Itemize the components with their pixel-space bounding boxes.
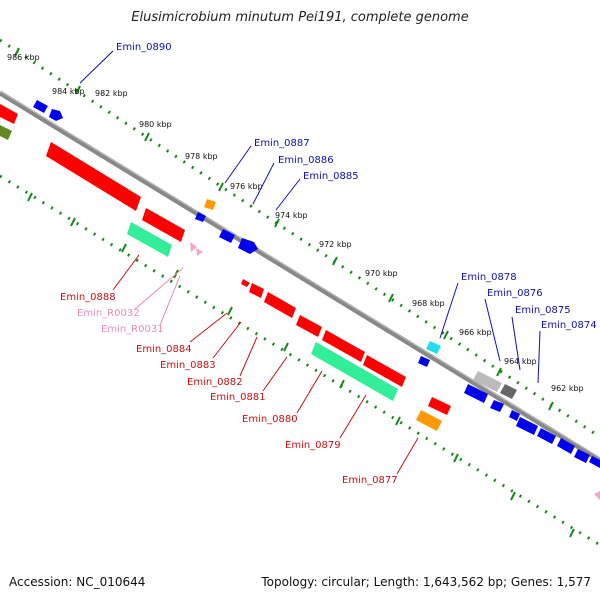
scale-label: 982 kbp (95, 89, 128, 98)
label-emin-0886[interactable]: Emin_0886 (278, 155, 334, 166)
label-emin-0882[interactable]: Emin_0882 (187, 377, 243, 388)
gene-emin-0886[interactable] (195, 212, 206, 222)
label-emin-0885[interactable]: Emin_0885 (303, 171, 359, 182)
scale-labels: 986 kbp 984 kbp 982 kbp 980 kbp 978 kbp … (7, 53, 584, 393)
gene-emin-0870[interactable] (574, 449, 590, 463)
label-emin-0887[interactable]: Emin_0887 (254, 138, 310, 149)
gene-emin-0876[interactable] (473, 371, 502, 392)
gene-emin-0881[interactable] (296, 315, 322, 337)
label-emin-0879[interactable]: Emin_0879 (285, 440, 341, 451)
forward-genes (33, 100, 600, 468)
label-emin-0875[interactable]: Emin_0875 (515, 305, 571, 316)
gene-emin-0880b[interactable] (363, 355, 406, 387)
gene-emin-0878[interactable] (426, 341, 441, 354)
gene-left-red[interactable] (0, 104, 18, 124)
lower-labels: Emin_0888 Emin_R0032 Emin_R0031 Emin_088… (60, 292, 398, 486)
gene-emin-0874a[interactable] (464, 384, 488, 403)
map-title: Elusimicrobium minutum Pei191, complete … (131, 10, 469, 25)
label-emin-r0031[interactable]: Emin_R0031 (101, 324, 164, 335)
gene-emin-r0031a[interactable] (190, 242, 197, 252)
gene-emin-0885b[interactable] (238, 238, 258, 254)
gene-emin-0880[interactable] (322, 330, 365, 362)
gene-emin-0877b[interactable] (416, 410, 442, 431)
label-emin-0890[interactable]: Emin_0890 (116, 42, 172, 53)
outer-ticks (14, 47, 554, 411)
gene-emin-0888[interactable] (46, 142, 141, 211)
label-emin-0884[interactable]: Emin_0884 (136, 344, 192, 355)
gene-left-olive[interactable] (0, 125, 12, 140)
label-emin-0880[interactable]: Emin_0880 (242, 414, 298, 425)
gene-emin-0879[interactable] (311, 342, 398, 401)
scale-label: 984 kbp (52, 87, 85, 96)
gene-emin-0874c[interactable] (509, 410, 520, 421)
label-emin-0883[interactable]: Emin_0883 (160, 360, 216, 371)
accession-label: Accession: NC_010644 (9, 575, 146, 589)
label-emin-0881[interactable]: Emin_0881 (210, 392, 266, 403)
label-emin-0876[interactable]: Emin_0876 (487, 288, 543, 299)
upper-leaders (79, 50, 541, 384)
gene-emin-0889[interactable] (49, 109, 63, 121)
inner-ticks (27, 192, 575, 538)
scale-label: 964 kbp (504, 357, 537, 366)
label-emin-0888[interactable]: Emin_0888 (60, 292, 116, 303)
gene-emin-0873[interactable] (516, 417, 538, 435)
scale-label: 970 kbp (365, 269, 398, 278)
gene-emin-0883[interactable] (249, 283, 264, 298)
scale-label: 962 kbp (551, 384, 584, 393)
scale-label: 968 kbp (412, 299, 445, 308)
scale-label: 966 kbp (459, 328, 492, 337)
gene-right-pink[interactable] (594, 491, 600, 500)
scale-label: 976 kbp (230, 182, 263, 191)
label-emin-r0032[interactable]: Emin_R0032 (77, 308, 140, 319)
scale-label: 972 kbp (319, 240, 352, 249)
label-emin-0878[interactable]: Emin_0878 (461, 272, 517, 283)
genome-backbone (0, 90, 600, 463)
label-emin-0877[interactable]: Emin_0877 (342, 475, 398, 486)
gene-emin-0871[interactable] (557, 438, 575, 454)
gene-emin-0885a[interactable] (219, 229, 235, 243)
gene-emin-r0031b[interactable] (196, 248, 203, 256)
scale-label: 974 kbp (275, 211, 308, 220)
gene-emin-r0032[interactable] (127, 222, 172, 257)
upper-labels: Emin_0890 Emin_0887 Emin_0886 Emin_0885 … (116, 42, 597, 331)
gene-emin-0882[interactable] (264, 292, 296, 318)
scale-label: 978 kbp (185, 152, 218, 161)
gene-emin-0887[interactable] (204, 199, 216, 210)
gene-emin-0872[interactable] (537, 428, 556, 444)
gene-emin-0869[interactable] (589, 456, 600, 468)
reverse-genes (0, 104, 600, 500)
label-emin-0874[interactable]: Emin_0874 (541, 320, 597, 331)
gene-emin-0878b[interactable] (418, 356, 430, 367)
gene-emin-0884[interactable] (241, 279, 250, 287)
genome-summary: Topology: circular; Length: 1,643,562 bp… (261, 575, 591, 589)
outer-scale-ring (0, 38, 600, 439)
gene-emin-0874b[interactable] (490, 400, 504, 412)
gene-emin-0875[interactable] (500, 384, 517, 399)
scale-label: 980 kbp (139, 120, 172, 129)
gene-emin-0888b[interactable] (142, 208, 185, 242)
scale-label: 986 kbp (7, 53, 40, 62)
gene-emin-0877a[interactable] (428, 397, 451, 415)
gene-emin-0890[interactable] (33, 100, 48, 113)
lower-leaders (112, 254, 419, 475)
